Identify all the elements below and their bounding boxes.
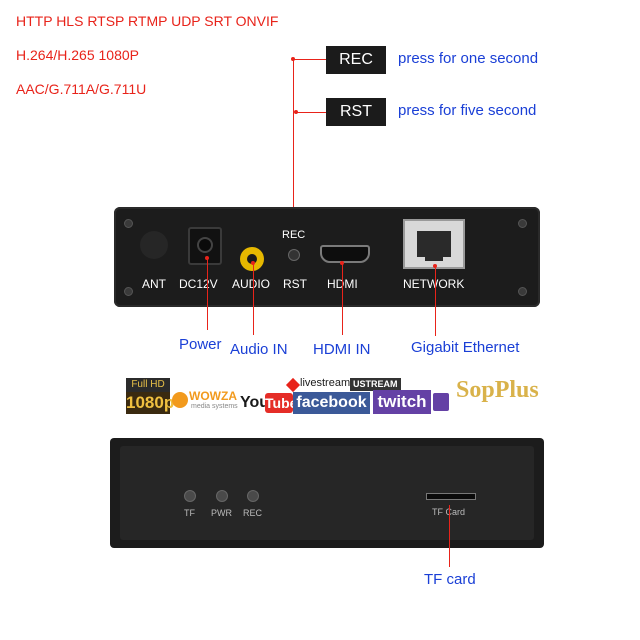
- ant-label: ANT: [142, 277, 166, 291]
- tf-card-leader: [449, 505, 450, 567]
- pwr-led-icon: [216, 490, 228, 502]
- audio-in-callout: Audio IN: [230, 341, 288, 358]
- rst-button-icon: [288, 249, 300, 261]
- spec-protocols: HTTP HLS RTSP RTMP UDP SRT ONVIF: [16, 13, 279, 29]
- screw-icon: [518, 287, 527, 296]
- ustream-logo: USTREAM: [350, 378, 401, 391]
- youtube-tube: Tube: [265, 393, 298, 413]
- wowza-sub: media systems: [191, 403, 238, 410]
- audio-jack-icon: [240, 247, 264, 271]
- tf-card-slot-icon: [426, 493, 476, 500]
- ethernet-port-icon: [403, 219, 465, 269]
- sopplus-logo: SopPlus: [456, 377, 539, 403]
- dc-label: DC12V: [179, 277, 218, 291]
- rst-panel-label: RST: [283, 277, 307, 291]
- screw-icon: [518, 219, 527, 228]
- device-rear-panel: ANT DC12V AUDIO REC RST HDMI NETWORK: [114, 207, 540, 307]
- audio-label: AUDIO: [232, 277, 271, 291]
- fullhd-logo: Full HD: [126, 378, 170, 392]
- twitch-glitch-icon: [433, 393, 449, 411]
- screw-icon: [124, 219, 133, 228]
- twitch-logo: twitch: [373, 390, 431, 414]
- device-front-panel: TF PWR REC TF Card: [110, 438, 544, 548]
- power-callout: Power: [179, 336, 222, 353]
- hdmi-in-callout: HDMI IN: [313, 341, 371, 358]
- rec-led-icon: [247, 490, 259, 502]
- wowza-logo: WOWZA: [189, 389, 237, 403]
- vertical-leader: [293, 59, 294, 255]
- pwr-led-label: PWR: [211, 508, 232, 518]
- tf-led-label: TF: [184, 508, 195, 518]
- rst-leader-dot: [294, 110, 298, 114]
- tf-led-icon: [184, 490, 196, 502]
- screw-icon: [124, 287, 133, 296]
- audio-leader: [253, 263, 254, 335]
- livestream-logo: livestream: [300, 377, 351, 389]
- livestream-icon: [285, 377, 301, 393]
- rec-panel-label: REC: [282, 229, 306, 241]
- spec-video: H.264/H.265 1080P: [16, 47, 139, 63]
- wowza-icon: [172, 392, 188, 408]
- youtube-you: You: [240, 394, 270, 411]
- rst-leader: [296, 112, 326, 113]
- ethernet-leader: [435, 266, 436, 336]
- rst-button-label: RST: [326, 98, 386, 126]
- hdmi-port-icon: [320, 245, 370, 263]
- network-label: NETWORK: [403, 277, 465, 291]
- power-leader: [207, 258, 208, 330]
- ethernet-callout: Gigabit Ethernet: [411, 339, 520, 356]
- spec-audio: AAC/G.711A/G.711U: [16, 81, 147, 97]
- rec-button-label: REC: [326, 46, 386, 74]
- rst-button-note: press for five second: [398, 102, 537, 119]
- antenna-port-icon: [140, 231, 168, 259]
- 1080p-logo: 1080p: [126, 392, 175, 414]
- hdmi-leader: [342, 263, 343, 335]
- rec-led-label: REC: [243, 508, 263, 518]
- tf-card-callout: TF card: [424, 571, 476, 588]
- rec-leader: [293, 59, 326, 60]
- facebook-logo: facebook: [293, 392, 370, 414]
- rec-button-note: press for one second: [398, 50, 539, 67]
- tf-slot-label: TF Card: [432, 507, 466, 517]
